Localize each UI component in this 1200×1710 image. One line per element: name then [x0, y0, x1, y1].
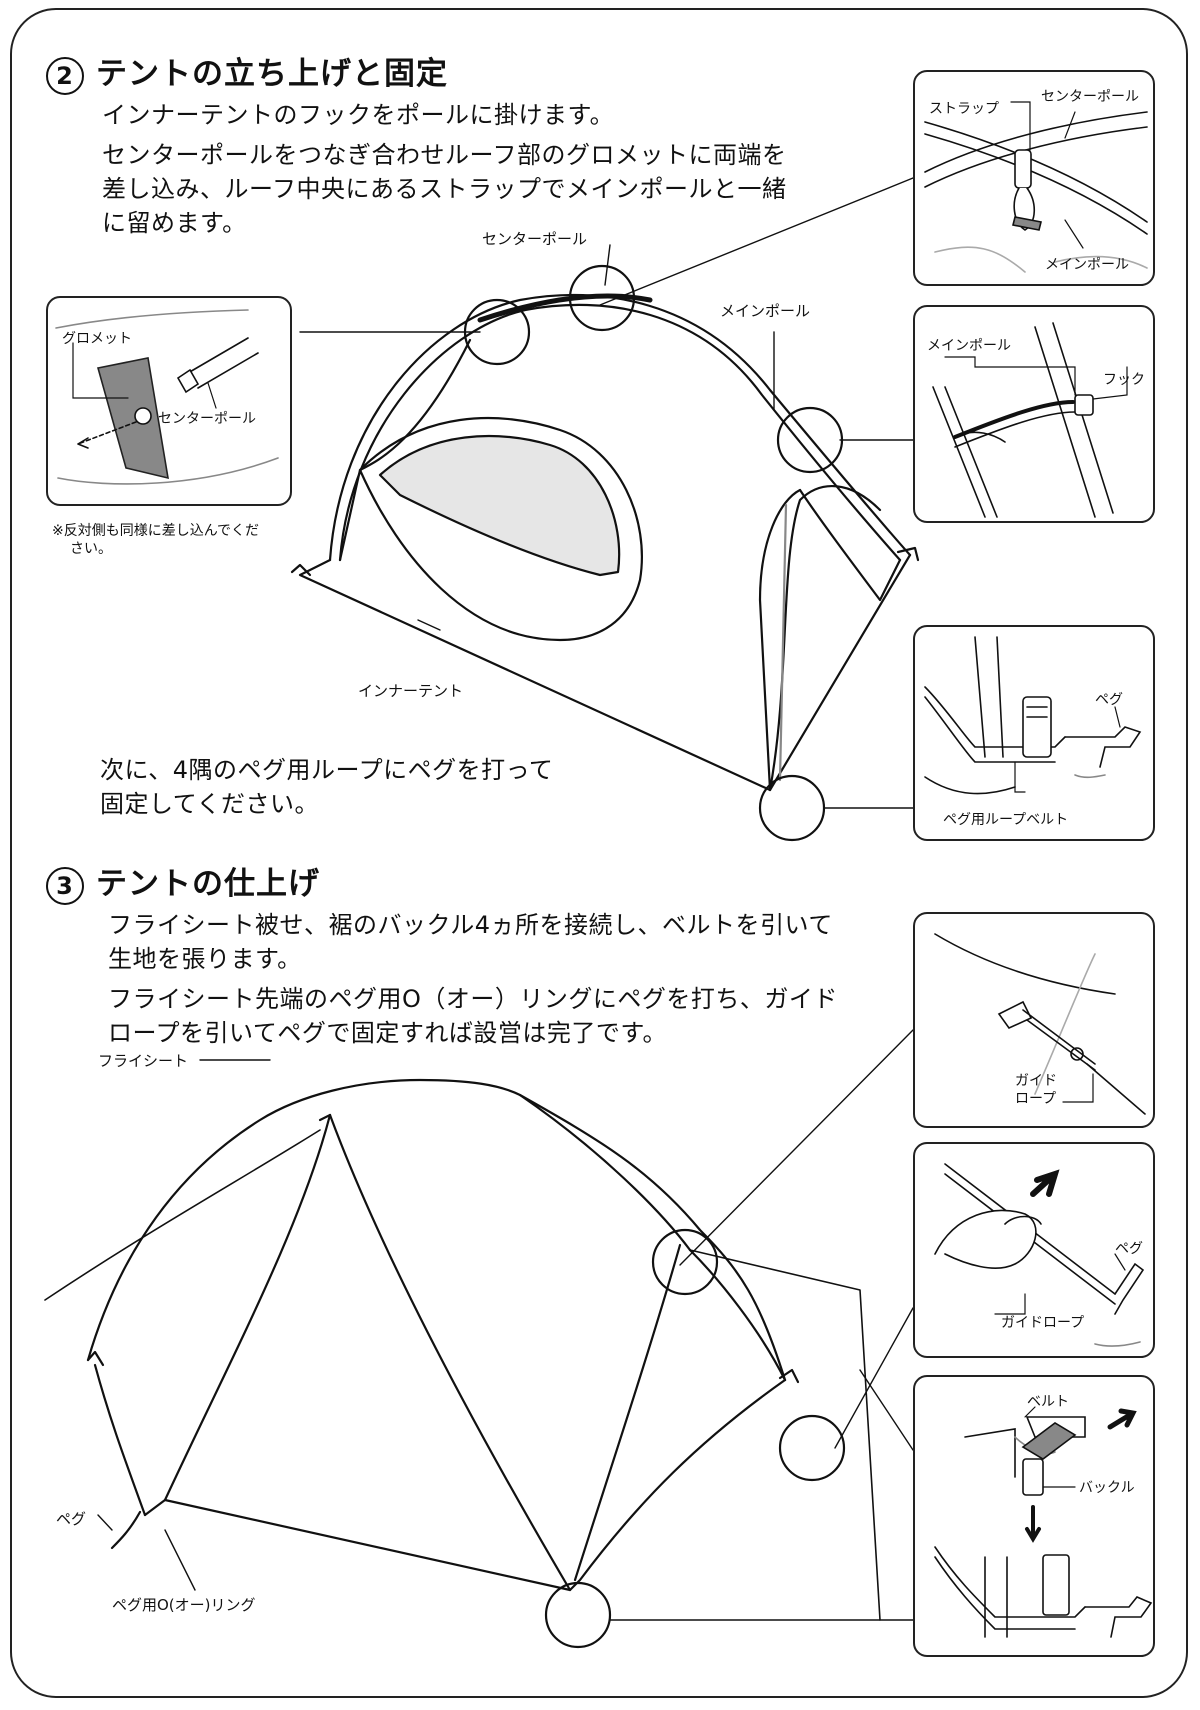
peg-loop-belt-label: ペグ用ループベルト [943, 812, 1069, 828]
detail-panel-guy-peg: ペグ ガイドロープ [913, 1142, 1155, 1358]
label-o-ring: ペグ用O(オー)リング [112, 1596, 256, 1614]
detail-panel-guy-rope: ガイド ロープ [913, 912, 1155, 1128]
peg-label: ペグ [1095, 692, 1123, 708]
detail-panel-grommet: グロメット センターポール [46, 296, 292, 506]
detail-panel-hook: メインポール フック [913, 305, 1155, 523]
label-center-pole: センターポール [482, 230, 588, 248]
section-3-para2-line2: ロープを引いてペグで固定すれば設営は完了です。 [108, 1019, 667, 1047]
buckle-label: バックル [1079, 1480, 1135, 1496]
guy-peg-rope-label: ガイドロープ [1001, 1315, 1085, 1331]
strap-main-pole-label: メインポール [1045, 257, 1129, 273]
peg-instruction-line1: 次に、4隅のペグ用ループにペグを打って [100, 756, 554, 784]
detail-panel-buckle: ベルト バックル [913, 1375, 1155, 1657]
section-3-para1-line1: フライシート被せ、裾のバックル4ヵ所を接続し、ベルトを引いて [108, 911, 833, 939]
guy-label-line2: ロープ [1015, 1091, 1057, 1107]
hook-main-pole-label: メインポール [927, 338, 1011, 354]
section-2-title: テントの立ち上げと固定 [96, 56, 448, 92]
section-3-heading: 3 テントの仕上げ [46, 858, 320, 905]
section-2-para1: インナーテントのフックをポールに掛けます。 [102, 101, 615, 129]
strap-label: ストラップ [929, 101, 999, 117]
section-2-para2-line3: に留めます。 [102, 209, 247, 237]
section-2-para2-line1: センターポールをつなぎ合わせルーフ部のグロメットに両端を [102, 141, 787, 169]
peg-instruction-line2: 固定してください。 [100, 790, 320, 818]
detail-panel-strap: ストラップ センターポール メインポール [913, 70, 1155, 286]
section-2-heading: 2 テントの立ち上げと固定 [46, 48, 448, 95]
label-peg-s3: ペグ [56, 1510, 87, 1528]
inner-tent-window [358, 416, 643, 642]
section-3-number: 3 [46, 866, 84, 905]
label-inner-tent: インナーテント [358, 682, 464, 700]
section-2-para2-line2: 差し込み、ルーフ中央にあるストラップでメインポールと一緒 [102, 175, 787, 203]
main-pole-arc [328, 293, 912, 562]
grommet-center-pole-label: センターポール [158, 411, 256, 427]
section-2-number: 2 [46, 56, 84, 95]
section-3-para1-line2: 生地を張ります。 [108, 945, 302, 973]
guy-peg-label: ペグ [1115, 1241, 1143, 1257]
section-3-para2-line1: フライシート先端のペグ用O（オー）リングにペグを打ち、ガイド [108, 985, 838, 1013]
belt-label: ベルト [1027, 1394, 1069, 1410]
section-3-title: テントの仕上げ [96, 866, 320, 902]
strap-center-pole-label: センターポール [1041, 89, 1139, 105]
label-flysheet: フライシート [98, 1052, 189, 1070]
hook-label: フック [1103, 372, 1145, 388]
grommet-note-line2: さい。 [70, 541, 112, 557]
page-frame [10, 8, 1188, 1698]
label-main-pole: メインポール [720, 302, 811, 320]
grommet-label: グロメット [62, 331, 132, 347]
grommet-note-line1: ※反対側も同様に差し込んでくだ [52, 523, 260, 539]
detail-panel-peg-loop: ペグ ペグ用ループベルト [913, 625, 1155, 841]
guy-label-line1: ガイド [1015, 1073, 1057, 1089]
inner-tent-outline [298, 553, 912, 792]
